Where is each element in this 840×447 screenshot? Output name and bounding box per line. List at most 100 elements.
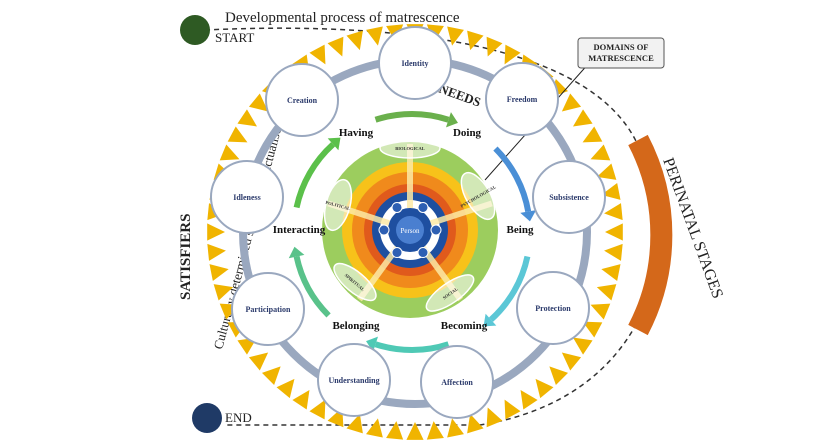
need-label: Subsistence bbox=[549, 193, 589, 202]
satisfier-triangle bbox=[596, 284, 617, 301]
domains-disk bbox=[322, 142, 498, 318]
satisfier-triangle bbox=[219, 144, 240, 161]
arrow-belonging-interacting bbox=[288, 246, 331, 318]
satisfier-triangle bbox=[582, 126, 603, 143]
satisfier-triangle bbox=[346, 413, 363, 434]
satisfier-triangle bbox=[582, 321, 603, 338]
satisfier-triangle bbox=[572, 337, 593, 355]
need-label: Understanding bbox=[328, 376, 379, 385]
need-creation: Creation bbox=[265, 63, 339, 137]
satisfier-triangle bbox=[520, 389, 538, 410]
arrow-having-doing bbox=[374, 111, 458, 128]
perinatal-band bbox=[628, 134, 673, 336]
dimension-having: Having bbox=[339, 127, 374, 139]
arrow-doing-being bbox=[493, 146, 537, 222]
domain-label: POLITICAL bbox=[325, 200, 351, 211]
satisfier-triangle bbox=[504, 44, 521, 65]
need-label: Affection bbox=[441, 378, 473, 387]
dimension-arrows bbox=[288, 111, 537, 353]
need-identity: Identity bbox=[378, 26, 452, 100]
satisfier-triangle bbox=[604, 243, 623, 261]
satisfier-triangle bbox=[292, 389, 310, 410]
satisfier-triangle bbox=[447, 418, 464, 438]
satisfier-triangle bbox=[261, 366, 281, 386]
core-node bbox=[391, 247, 403, 259]
need-circles: IdentityFreedomSubsistenceProtectionAffe… bbox=[210, 26, 606, 419]
core-node bbox=[417, 201, 429, 213]
satisfier-triangle bbox=[213, 284, 234, 301]
satisfier-triangle bbox=[447, 26, 464, 46]
satisfiers-label: SATISFIERS bbox=[178, 214, 194, 300]
satisfier-triangle bbox=[535, 378, 554, 399]
satisfier-triangle bbox=[386, 421, 404, 440]
satisfier-triangle bbox=[596, 163, 617, 180]
need-freedom: Freedom bbox=[485, 62, 559, 136]
core-node bbox=[430, 224, 442, 236]
satisfier-triangle bbox=[590, 303, 611, 320]
satisfier-triangle bbox=[504, 399, 521, 420]
core-node bbox=[391, 201, 403, 213]
satisfier-triangle bbox=[207, 243, 226, 261]
satisfier-triangle bbox=[467, 30, 484, 51]
need-label: Identity bbox=[401, 59, 428, 68]
satisfier-triangle bbox=[467, 413, 484, 434]
arrow-interacting-having bbox=[293, 137, 341, 209]
core-nodes bbox=[378, 201, 442, 259]
core-label: Person bbox=[400, 227, 420, 235]
satisfier-triangle bbox=[227, 126, 248, 143]
domain-biological: BIOLOGICAL bbox=[379, 137, 441, 159]
satisfier-triangle bbox=[549, 366, 569, 386]
need-label: Creation bbox=[287, 96, 318, 105]
satisfier-triangle bbox=[426, 421, 444, 440]
satisfier-triangle bbox=[561, 93, 582, 112]
need-affection: Affection bbox=[420, 345, 494, 419]
need-subsistence: Subsistence bbox=[532, 160, 606, 234]
dimension-interacting: Interacting bbox=[273, 224, 326, 236]
end-label: END bbox=[225, 410, 252, 425]
satisfier-triangle bbox=[248, 93, 269, 112]
satisfier-triangle bbox=[486, 407, 503, 428]
dimension-belonging: Belonging bbox=[332, 320, 380, 332]
satisfier-triangle bbox=[327, 36, 344, 57]
need-understanding: Understanding bbox=[317, 343, 391, 417]
domain-social: SOCIAL bbox=[425, 274, 475, 312]
end-dot bbox=[192, 403, 222, 433]
satisfier-triangle bbox=[209, 264, 229, 281]
need-protection: Protection bbox=[516, 271, 590, 345]
diagram-title: Developmental process of matrescence bbox=[225, 10, 460, 26]
satisfier-triangle bbox=[601, 183, 621, 200]
satisfier-triangle bbox=[572, 109, 593, 127]
satisfier-triangle bbox=[237, 109, 258, 127]
domain-political: POLITICAL bbox=[323, 178, 353, 232]
dimension-becoming: Becoming bbox=[441, 320, 488, 332]
satisfier-triangle bbox=[486, 36, 503, 57]
core-node bbox=[378, 224, 390, 236]
need-idleness: Idleness bbox=[210, 160, 284, 234]
satisfier-triangle bbox=[207, 223, 225, 241]
need-label: Idleness bbox=[233, 193, 261, 202]
satisfier-triangle bbox=[346, 30, 363, 51]
arrow-becoming-belonging bbox=[366, 336, 450, 353]
satisfier-triangle bbox=[366, 418, 383, 438]
domain-psychological: PSYCHOLOGICAL bbox=[460, 171, 497, 221]
domains-callout-box bbox=[577, 37, 665, 69]
arrow-being-becoming bbox=[483, 255, 531, 327]
dimension-doing: Doing bbox=[453, 127, 482, 139]
start-dot bbox=[180, 15, 210, 45]
domain-spiritual: SPIRITUAL bbox=[333, 262, 377, 302]
need-label: Freedom bbox=[507, 95, 538, 104]
domain-labels: BIOLOGICAL PSYCHOLOGICAL SOCIAL SPIRITUAL PO… bbox=[323, 137, 497, 312]
satisfier-triangle bbox=[248, 352, 269, 371]
satisfier-triangle bbox=[309, 399, 326, 420]
need-participation: Participation bbox=[231, 272, 305, 346]
satisfier-triangle bbox=[590, 144, 611, 161]
satisfier-triangle bbox=[366, 26, 383, 46]
satisfier-triangle bbox=[309, 44, 326, 65]
satisfier-triangle bbox=[601, 264, 621, 281]
satisfier-triangle bbox=[561, 352, 582, 371]
need-label: Protection bbox=[535, 304, 571, 313]
start-label: START bbox=[215, 30, 254, 45]
